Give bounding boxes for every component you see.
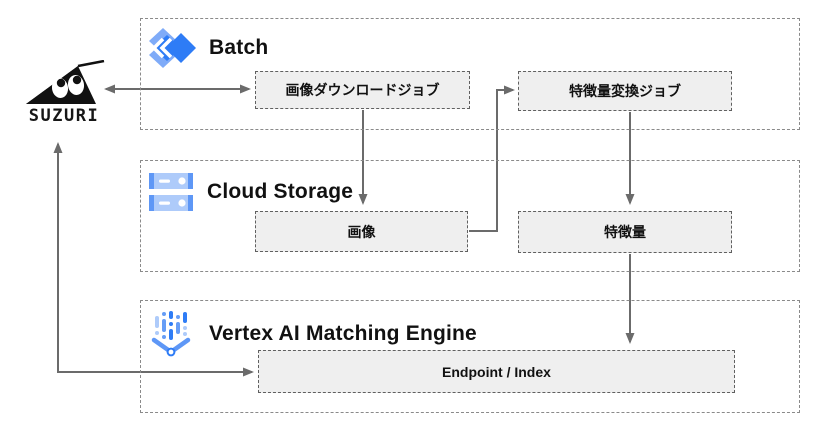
node-feature-transform-job-label: 特徴量変換ジョブ [569,83,681,99]
cloud-storage-icon [149,173,193,211]
section-cloud-storage-header: Cloud Storage [147,169,353,215]
section-vertex-ai-header: Vertex AI Matching Engine [147,309,477,359]
suzuri-logo: SUZURI [14,60,114,130]
node-endpoint-index: Endpoint / Index [258,350,735,393]
section-cloud-storage: Cloud Storage [140,160,800,272]
section-cloud-storage-title: Cloud Storage [207,180,354,203]
node-endpoint-index-label: Endpoint / Index [442,363,551,380]
batch-icon [149,28,196,68]
vertex-ai-icon [151,311,191,357]
node-image-download-job: 画像ダウンロードジョブ [255,71,470,109]
node-image-download-job-label: 画像ダウンロードジョブ [285,82,440,98]
node-feature: 特徴量 [518,211,732,253]
node-feature-transform-job: 特徴量変換ジョブ [518,71,732,111]
section-batch: Batch [140,18,800,130]
section-batch-title: Batch [209,36,269,59]
node-image: 画像 [255,211,468,252]
section-vertex-ai-title: Vertex AI Matching Engine [209,322,477,345]
section-batch-header: Batch [147,27,268,69]
node-image-label: 画像 [347,223,376,240]
suzuri-logo-label: SUZURI [28,106,100,126]
node-feature-label: 特徴量 [604,224,646,240]
section-vertex-ai: Vertex AI Matching Engine [140,300,800,413]
suzuri-mascot-icon [26,60,105,104]
